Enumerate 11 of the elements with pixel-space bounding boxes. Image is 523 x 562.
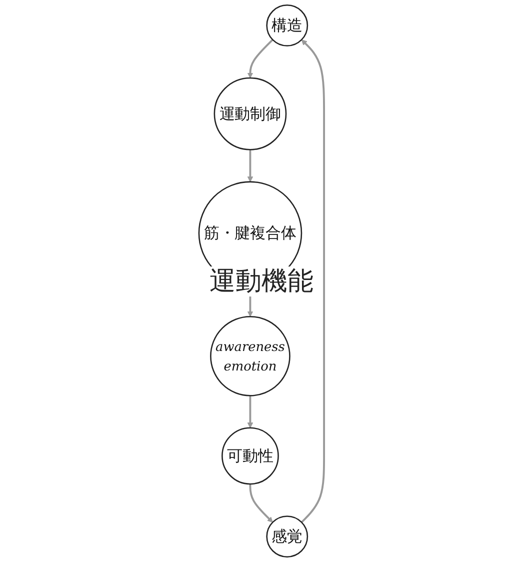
node-circle: 運動制御 — [214, 77, 287, 150]
arrow — [247, 39, 274, 78]
arrow — [247, 396, 254, 428]
node-circle: 可動性 — [222, 427, 279, 485]
center-label: 運動機能 — [210, 266, 314, 296]
arrow — [247, 150, 254, 182]
arrow — [300, 39, 326, 523]
arrow — [249, 484, 273, 523]
node-circle: 構造 — [266, 4, 308, 46]
node-circle: 感覚 — [266, 516, 308, 558]
node-circle: awareness emotion — [210, 316, 290, 396]
